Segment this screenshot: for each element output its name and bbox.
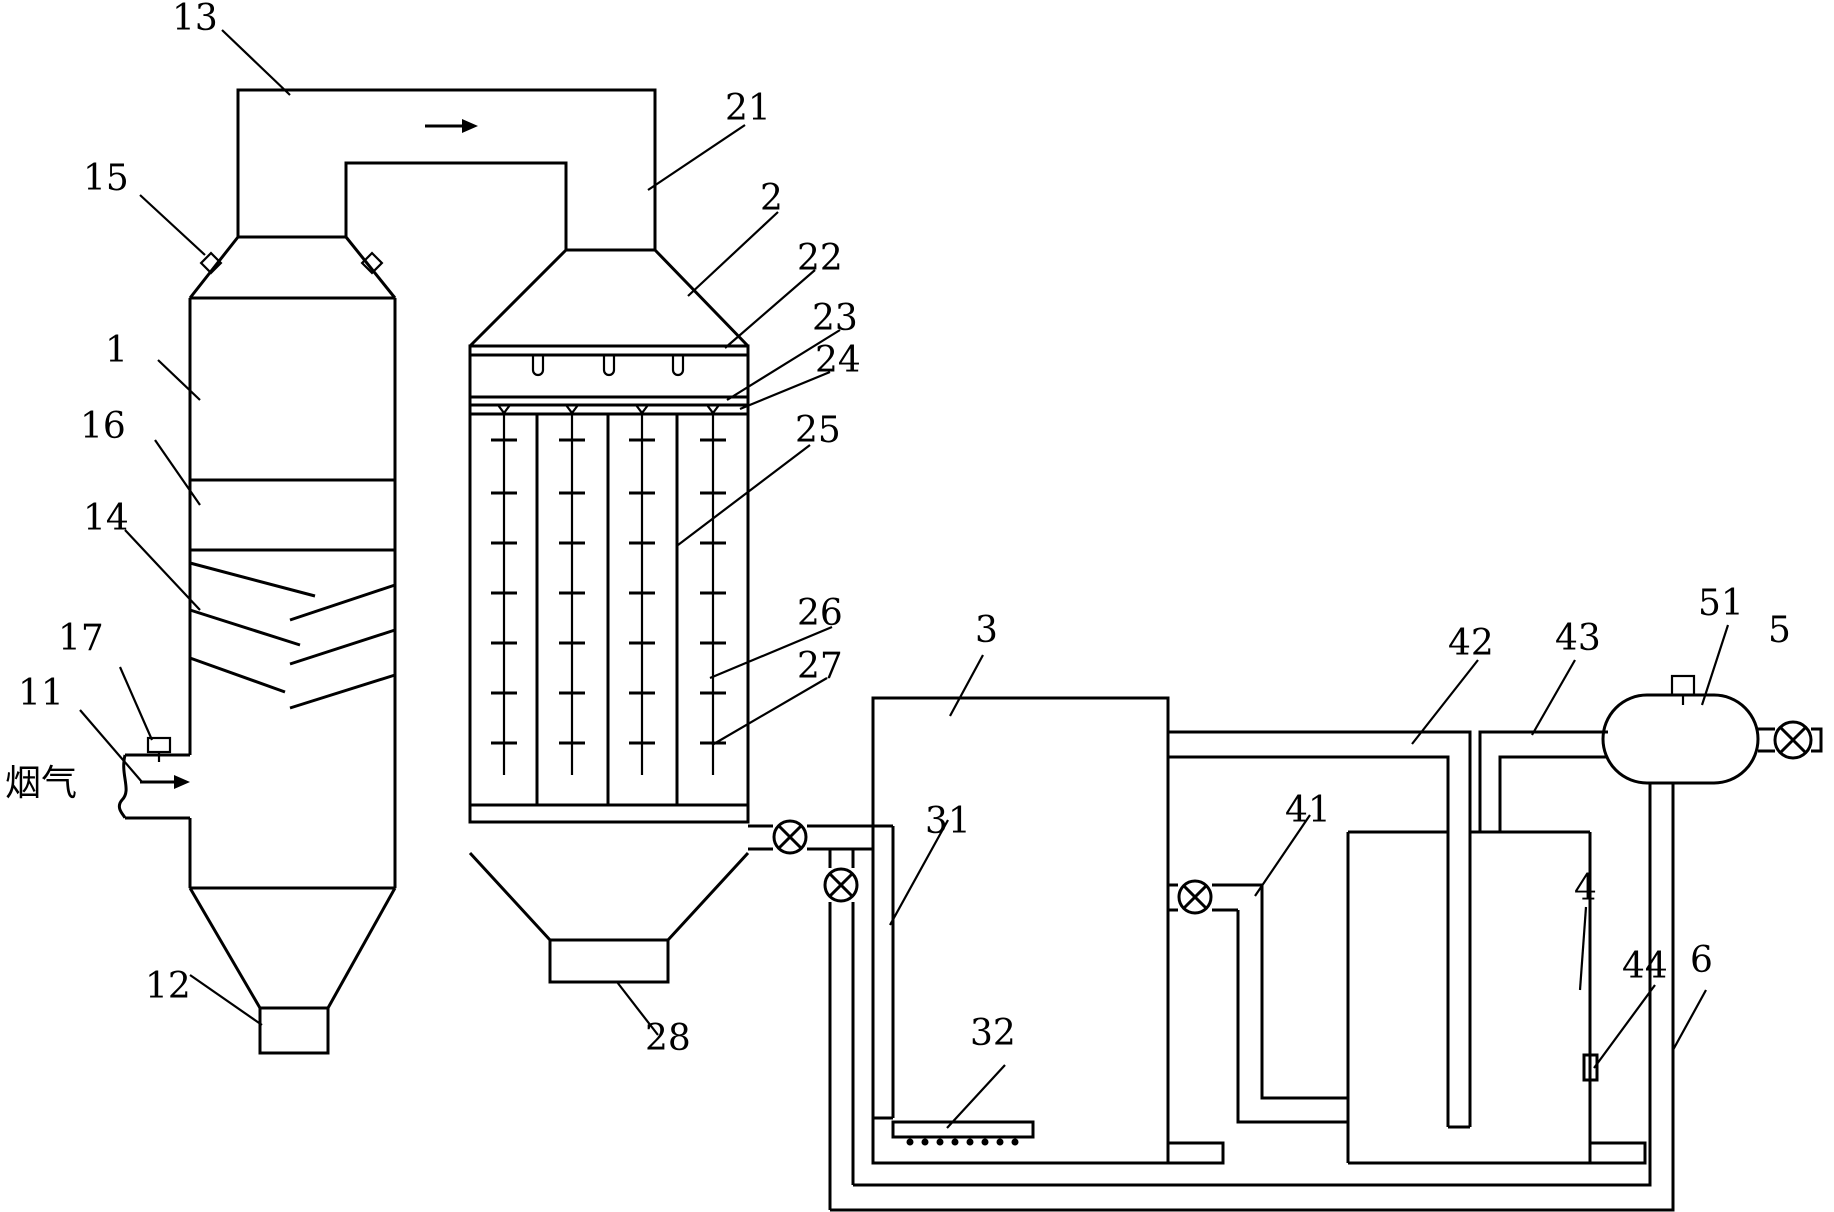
level-gauge-44 [1582,1053,1599,1082]
label-17: 17 [58,618,104,659]
duct-13 [236,88,657,250]
distributor-holes [906,1138,1019,1146]
label-32: 32 [970,1013,1016,1054]
outlet-28 [548,938,670,984]
label-12: 12 [145,966,191,1007]
label-28: 28 [645,1018,691,1059]
piping-2-to-3 [748,824,895,1210]
label-5: 5 [1768,610,1791,651]
label-44: 44 [1622,946,1668,987]
label-flue-gas: 烟气 [5,763,77,804]
leader-lines [79,29,1730,1129]
electrode-spikes-27 [491,438,726,745]
valve-15 [199,251,384,275]
label-51: 51 [1698,583,1744,624]
pipe-42 [1168,730,1472,1129]
outlet-12 [258,1006,330,1055]
pipe-43 [1478,730,1608,832]
label-11: 11 [18,673,64,714]
label-26: 26 [797,593,843,634]
label-31: 31 [925,801,971,842]
valve-return [823,867,859,903]
label-3: 3 [975,610,998,651]
label-21: 21 [725,88,771,129]
label-41: 41 [1285,790,1331,831]
label-24: 24 [815,340,861,381]
port-51 [1670,674,1696,697]
label-13: 13 [172,0,218,39]
valve-2-outlet [772,819,808,855]
label-2: 2 [760,178,783,219]
label-22: 22 [797,238,843,279]
label-42: 42 [1448,623,1494,664]
valve-41 [1177,879,1213,915]
unit-5 [1601,674,1823,785]
label-25: 25 [795,410,841,451]
labels: 13 21 15 2 22 23 24 1 16 25 14 26 17 27 … [5,0,1791,1059]
label-27: 27 [797,646,843,687]
pipe-41 [1168,879,1348,1124]
label-6: 6 [1690,940,1713,981]
label-43: 43 [1555,618,1601,659]
label-14: 14 [83,498,129,539]
valve-5 [1773,720,1813,760]
vessel-2 [468,248,750,984]
label-23: 23 [812,298,858,339]
label-1: 1 [105,330,128,371]
tank-4 [1346,830,1647,1165]
return-pipe-6 [830,783,1675,1212]
vessel-1 [117,235,397,1055]
tank-3 [871,696,1225,1165]
label-16: 16 [80,406,126,447]
spray-nozzles-22 [531,355,685,377]
label-4: 4 [1574,868,1597,909]
label-15: 15 [83,158,129,199]
distributor-32 [891,1120,1035,1139]
